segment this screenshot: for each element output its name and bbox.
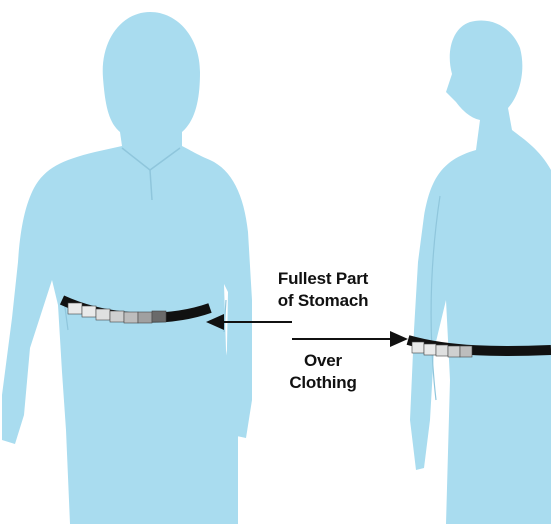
callout-2-line2: Clothing bbox=[278, 372, 368, 394]
over-clothing-label: Over Clothing bbox=[278, 350, 368, 394]
fullest-part-label: Fullest Part of Stomach bbox=[268, 268, 378, 312]
side-person-silhouette-icon bbox=[410, 20, 551, 524]
callout-1-line1: Fullest Part bbox=[268, 268, 378, 290]
callout-1-line2: of Stomach bbox=[268, 290, 378, 312]
arrow-right-icon bbox=[292, 331, 408, 347]
front-person-silhouette-icon bbox=[2, 12, 252, 524]
callout-2-line1: Over bbox=[278, 350, 368, 372]
